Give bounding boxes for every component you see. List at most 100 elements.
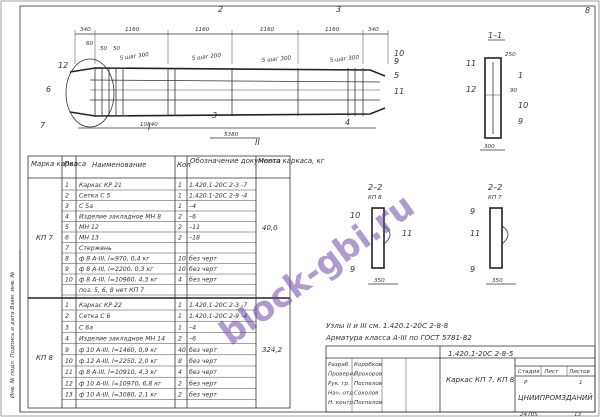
table-cell: ф 10 А-III, l=10970, 6,8 кг xyxy=(79,380,162,387)
section-1-dim-300: 300 xyxy=(484,144,495,150)
section-2-callout-10: 10 xyxy=(350,211,360,220)
table-cell: Сетка С 6 xyxy=(79,313,111,320)
table-cell: ф 8 А-III, l=2200, 0,3 кг xyxy=(79,266,154,273)
step-label-3: 5 шаг 300 xyxy=(262,55,292,64)
table-cell: без черт xyxy=(189,379,217,387)
table-cell: 1 xyxy=(178,302,182,309)
table-cell: 8 xyxy=(65,256,69,263)
table-cell: 8 xyxy=(178,358,182,365)
th-name: Наименование xyxy=(92,161,146,169)
table-cell: 1 xyxy=(65,182,69,189)
table-cell: 1.420.1-20С 2-3 -7 xyxy=(189,302,247,309)
callout-10: 10 xyxy=(394,49,404,58)
tb-role: Нач. отд. xyxy=(328,391,355,397)
tb-role: Рук. гр. xyxy=(328,381,350,387)
table-cell: 13 xyxy=(65,392,73,399)
th-mark: Марка каркаса xyxy=(31,160,86,168)
table-cell: 2 xyxy=(178,392,182,399)
table-cell: –4 xyxy=(189,324,196,331)
section-2-2-kp7: 2–2 КП 7 350 9 11 9 xyxy=(470,183,516,285)
dim-top-4: 1160 xyxy=(260,27,275,33)
section-3-callout-11: 11 xyxy=(470,229,480,238)
table-cell: поз. 5, 6, 8 нет КП 7 xyxy=(79,287,144,294)
tb-code: 1.420.1-20С 2-8-5 xyxy=(448,349,514,358)
table-cell: 6 xyxy=(65,235,69,242)
section-1-1: 1–1 300 250 90 11 12 1 10 9 xyxy=(466,31,528,151)
table-cell: 4 xyxy=(178,369,182,376)
table-cell: –11 xyxy=(189,224,200,231)
callout-6: 7 xyxy=(40,121,46,130)
table-cell: 2 xyxy=(65,193,69,200)
callout-7: 6 xyxy=(46,85,51,94)
table-cell: 10 xyxy=(178,256,186,263)
tb-role: Разраб. xyxy=(328,362,350,368)
side-stamp-text: Инв. № подл. Подпись и дата Взам. инв. № xyxy=(10,271,16,398)
dim-top-6: 340 xyxy=(368,27,379,33)
callout-4: 4 xyxy=(345,118,350,127)
table-cell: –6 xyxy=(189,336,196,343)
dim-top-5: 1160 xyxy=(325,27,340,33)
section-2-2-kp8: 2–2 КП 8 350 10 11 9 xyxy=(350,183,412,285)
section-1-callout-12: 12 xyxy=(466,85,476,94)
stamp-left: 2 xyxy=(218,5,223,14)
step-label-4: 5 шаг 300 xyxy=(330,55,360,64)
table-cell: 2 xyxy=(178,336,182,343)
table-cell: 1 xyxy=(178,182,182,189)
table-cell: ф 8 А-III, l=10910, 4,3 кг xyxy=(79,369,158,376)
section-1-dim-90: 90 xyxy=(510,88,518,94)
step-label-2: 5 шаг 200 xyxy=(192,53,222,62)
th-mass: Масса каркаса, кг xyxy=(258,157,325,165)
table-cell: 7 xyxy=(65,245,69,252)
tb-person: Поспелов xyxy=(354,381,382,387)
table-cell: 4 xyxy=(65,336,69,343)
table-cell: 2 xyxy=(178,214,182,221)
section-1-callout-1: 1 xyxy=(518,71,523,80)
note-line-2: Арматура класса А-III по ГОСТ 5781-82 xyxy=(325,333,472,342)
table-cell: 2 xyxy=(178,224,182,231)
section-3-callout-9b: 9 xyxy=(470,265,475,274)
table-cell: Каркас КР 22 xyxy=(79,302,122,309)
table-cell: 9 xyxy=(65,347,69,354)
table-cell: ф 10 А-III, l=1460, 0,9 кг xyxy=(79,347,158,354)
table-cell: МН 12 xyxy=(79,224,99,231)
section-1-callout-11: 11 xyxy=(466,59,476,68)
dim-top-2: 1160 xyxy=(125,27,140,33)
table-cell: без черт xyxy=(189,276,217,284)
table-cell: Сетка С 5 xyxy=(79,193,111,200)
section-2-callout-9: 9 xyxy=(350,265,355,274)
section-2-callout-11: 11 xyxy=(402,229,412,238)
table-cell: 1 xyxy=(178,193,182,200)
section-3-sub: КП 7 xyxy=(488,195,502,201)
dim-small-3: 50 xyxy=(113,46,121,52)
section-1-callout-9: 9 xyxy=(518,117,523,126)
callout-3: 3 xyxy=(212,111,217,120)
th-pos: Поз xyxy=(64,160,78,168)
callout-12: 11 xyxy=(394,87,404,96)
section-1-dim-250: 250 xyxy=(505,52,516,58)
table-cell: 10 xyxy=(65,277,73,284)
elevation-view: 340 1160 1160 1160 1160 340 60 50 50 5 ш… xyxy=(40,27,404,147)
table-cell: 2 xyxy=(65,313,69,320)
tb-role: Н. контр. xyxy=(328,400,355,406)
table-cell: 1.420.1-20С 2-3 -7 xyxy=(189,182,247,189)
table-cell: –4 xyxy=(189,203,196,210)
table-cell: 2 xyxy=(178,235,182,242)
section-3-callout-9a: 9 xyxy=(470,207,475,216)
tb-name: Каркас КП 7, КП 8 xyxy=(446,375,515,384)
tb-sheets: 1 xyxy=(579,380,583,386)
table-cell: Стержень xyxy=(79,245,112,252)
table-cell: МН 13 xyxy=(79,235,99,242)
th-qty: Кол xyxy=(177,161,191,169)
table-cell: без черт xyxy=(189,368,217,376)
tb-stage-h: Стадия xyxy=(518,369,540,375)
group-mass-kp7: 40,0 xyxy=(262,224,278,232)
table-cell: –6 xyxy=(189,214,196,221)
dim-top-3: 1160 xyxy=(195,27,210,33)
table-cell: 3 xyxy=(65,203,69,210)
table-cell: 10 xyxy=(65,358,73,365)
table-cell: 5 xyxy=(65,224,69,231)
title-block: 1.420.1-20С 2-8-5 Каркас КП 7, КП 8 Стад… xyxy=(325,345,596,417)
